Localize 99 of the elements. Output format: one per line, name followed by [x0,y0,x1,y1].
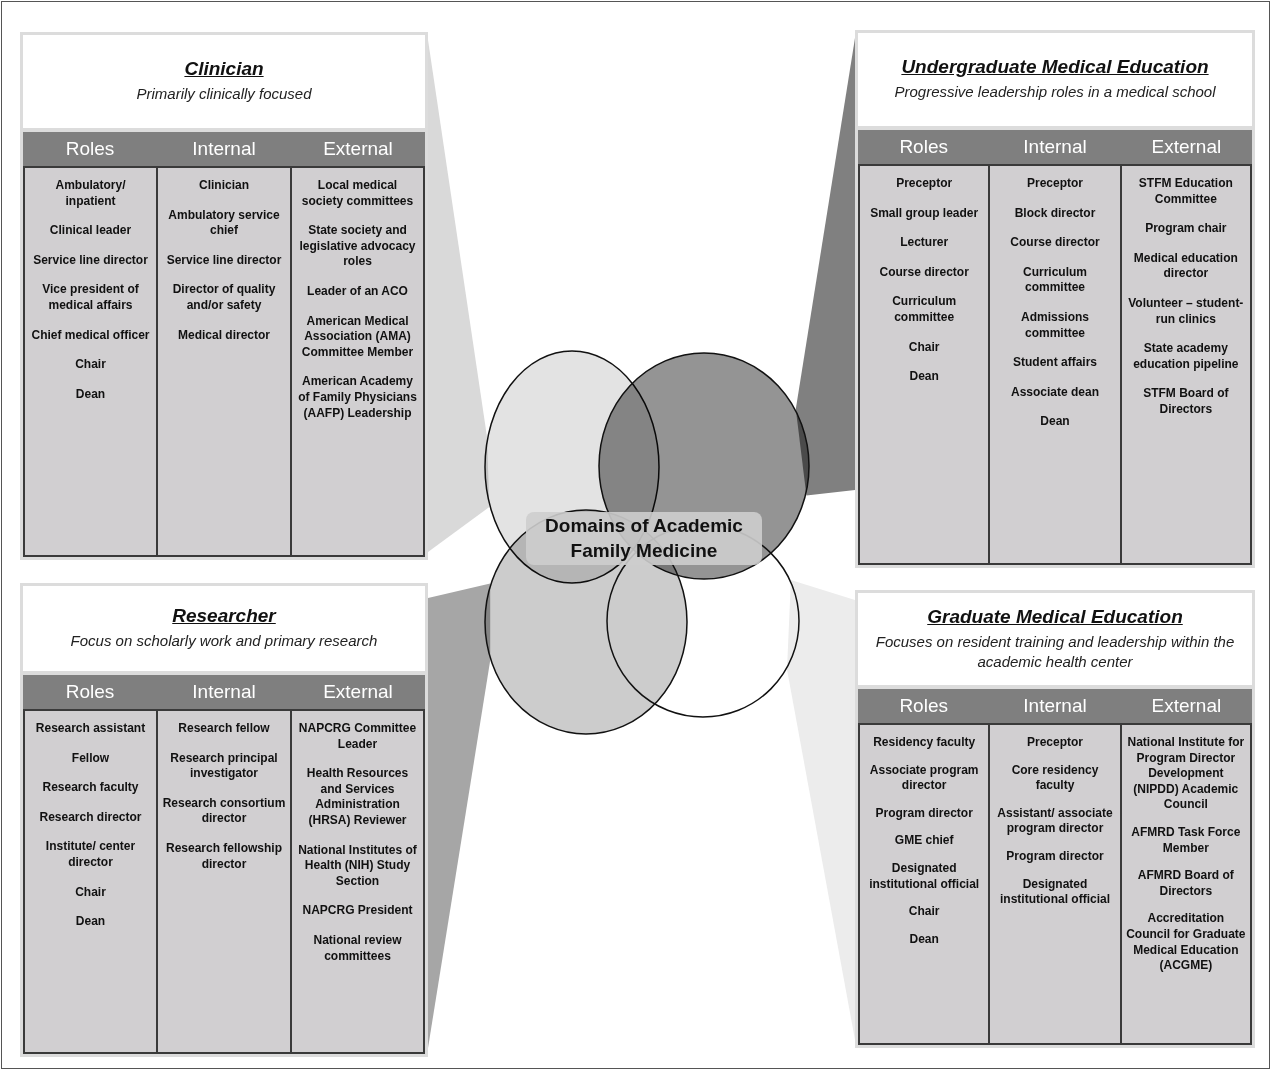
column-header: Internal [989,130,1121,164]
role-item: Accreditation Council for Graduate Medical Education (ACGME) [1125,911,1246,974]
role-item: Program director [1006,848,1104,865]
role-item: Curriculum committee [891,294,958,326]
role-item: Clinical leader [49,223,132,239]
role-item: AFMRD Task Force Member [1130,824,1242,857]
role-item: Institute/ center director [44,839,137,871]
panel-title: Undergraduate Medical Education [901,56,1209,79]
role-item: STFM Education Committee [1137,176,1234,208]
role-item: Fellow [71,750,110,767]
role-item: Chair [908,339,940,356]
domain-panel [855,590,1255,1048]
callout-wedge [787,580,855,1040]
role-item: Assistant/ associate program director [996,805,1114,837]
role-item: Associate dean [1010,384,1099,401]
role-item: State society and legislative advocacy roles [298,223,417,270]
callout-wedge [795,38,855,496]
role-item: Ambulatory/ inpatient [54,178,127,210]
role-item: Small group leader [870,205,979,222]
role-item: National Institutes of Health (NIH) Study Section [297,842,418,890]
diagram-title: Domains of Academic Family Medicine [526,512,762,566]
panel-subtitle: Focus on scholarly work and primary research [70,631,378,652]
role-item: State academy education pipeline [1132,341,1240,373]
domain-panel [20,583,428,1057]
column-header: External [1120,689,1252,723]
role-item: Program director [875,805,973,822]
role-item: NAPCRG Committee Leader [297,721,418,753]
role-item: Research assistant [35,721,146,737]
panel-title: Researcher [172,605,276,628]
role-item: Ambulatory service chief [167,207,281,239]
column-header: Internal [157,675,291,709]
role-item: Research consortium director [162,795,286,827]
role-item: Course director [1010,235,1100,251]
role-item: American Academy of Family Physicians (AAFP) Leadership [297,374,418,422]
role-item: Chair [908,904,940,920]
domain-panel [855,30,1255,568]
role-item: Core residency faculty [1010,762,1100,794]
role-item: Clinician [199,178,249,194]
role-item: NAPCRG President [302,903,413,919]
role-item: Service line director [33,252,148,269]
role-item: Curriculum committee [1022,264,1088,296]
domain-panel [20,32,428,560]
column-header: Internal [157,132,291,166]
role-item: Research fellow [178,721,270,737]
role-item: Chair [75,357,106,373]
role-item: Health Resources and Services Administration (HRSA) Reviewer [305,766,410,829]
role-item: GME chief [894,833,954,849]
column-header: Roles [858,689,990,723]
role-item: Lecturer [900,235,949,251]
role-item: Dean [909,931,939,948]
panel-title: Clinician [184,58,264,81]
role-item: Local medical society committees [300,178,415,210]
callout-wedge [428,40,490,552]
role-item: AFMRD Board of Directors [1136,868,1235,900]
role-item: Service line director [166,252,282,269]
panel-subtitle: Progressive leadership roles in a medical school [894,82,1216,103]
role-item: Preceptor [896,176,953,192]
callout-wedge [428,583,491,1048]
column-header: External [1120,130,1252,164]
panel-title: Graduate Medical Education [927,605,1183,628]
column-header: External [291,132,425,166]
column-header: Roles [858,130,990,164]
role-item: Research principal investigator [169,750,279,782]
role-item: Course director [879,264,969,281]
role-item: Designated institutional official [868,860,981,893]
role-item: Student affairs [1013,355,1097,371]
role-item: Dean [909,369,939,385]
role-item: Admissions committee [1020,309,1090,342]
panel-subtitle: Focuses on resident training and leadership within the academic health center [874,631,1236,672]
role-item: Preceptor [1026,176,1083,192]
role-item: Program chair [1145,221,1227,237]
role-item: Associate program director [868,762,980,794]
role-item: Leader of an ACO [307,283,408,300]
role-item: Research fellowship director [164,840,283,873]
column-header: Roles [23,132,157,166]
role-item: National Institute for Program Director Development (NIPDD) Academic Council [1126,735,1246,813]
role-item: Research director [39,809,142,826]
column-header: Internal [989,689,1121,723]
role-item: Medical education director [1132,250,1239,282]
role-item: Chief medical officer [31,327,150,344]
role-item: Residency faculty [873,735,976,751]
role-item: STFM Board of Directors [1142,386,1230,418]
role-item: Dean [1040,414,1070,430]
role-item: Medical director [178,327,270,344]
role-item: Director of quality and/or safety [171,282,277,314]
role-item: Research faculty [42,780,139,796]
role-item: Preceptor [1026,735,1083,751]
column-header: External [291,675,425,709]
role-item: Vice president of medical affairs [41,282,140,314]
role-item: Designated institutional official [999,876,1111,908]
role-item: Dean [75,914,106,930]
role-item: Dean [75,386,106,403]
role-item: Chair [75,884,106,901]
role-item: American Medical Association (AMA) Committee Member [300,313,415,361]
role-item: Volunteer – student-run clinics [1127,295,1245,328]
role-item: Block director [1014,205,1096,222]
column-header: Roles [23,675,157,709]
panel-subtitle: Primarily clinically focused [136,84,312,105]
role-item: National review committees [312,932,403,965]
